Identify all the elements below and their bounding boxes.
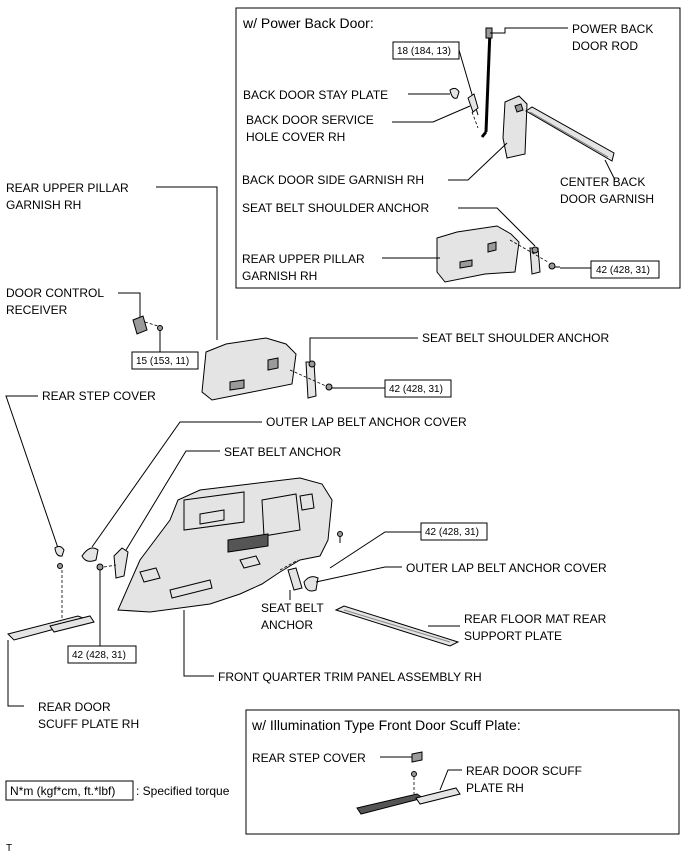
label-rear-door-scuff-plate-main-2: SCUFF PLATE RH xyxy=(38,717,139,731)
label-back-door-service-hole-cover-2: HOLE COVER RH xyxy=(246,130,345,144)
torque-box-seat-belt-anchor-left xyxy=(67,645,137,664)
legend-unit-box xyxy=(5,780,134,801)
rear-door-scuff-plate-illum-part xyxy=(356,787,461,815)
label-rear-upper-pillar-garnish-inner-2: GARNISH RH xyxy=(242,269,317,283)
label-front-quarter-trim-panel: FRONT QUARTER TRIM PANEL ASSEMBLY RH xyxy=(218,670,482,684)
bolt-inner xyxy=(548,262,560,270)
label-rear-floor-mat-support-plate-2: SUPPORT PLATE xyxy=(464,629,562,643)
back-door-stay-plate-part xyxy=(449,87,460,99)
bolt-right xyxy=(337,531,343,543)
label-power-back-door-rod-1: POWER BACK xyxy=(572,22,653,36)
label-rear-door-scuff-plate-illum-2: PLATE RH xyxy=(466,781,524,795)
torque-shoulder-anchor-inner: 42 (428, 31) xyxy=(596,265,650,276)
power-back-door-rod-part xyxy=(480,27,493,138)
torque-seat-belt-anchor-right: 42 (428, 31) xyxy=(425,527,479,538)
seat-belt-shoulder-anchor-inner-part xyxy=(529,246,541,275)
label-outer-lap-belt-anchor-cover-top: OUTER LAP BELT ANCHOR COVER xyxy=(266,415,467,429)
torque-box-shoulder-anchor-main xyxy=(384,379,452,398)
label-back-door-service-hole-cover-1: BACK DOOR SERVICE xyxy=(246,113,374,127)
label-seat-belt-shoulder-anchor-inner: SEAT BELT SHOULDER ANCHOR xyxy=(242,201,429,215)
rear-step-cover-illum-part xyxy=(411,751,423,794)
label-rear-upper-pillar-garnish-inner-1: REAR UPPER PILLAR xyxy=(242,252,365,266)
label-rear-upper-pillar-garnish-main-1: REAR UPPER PILLAR xyxy=(6,181,129,195)
seat-belt-anchor-left-part xyxy=(96,547,129,579)
back-door-side-garnish-part xyxy=(502,95,528,159)
label-door-control-receiver-2: RECEIVER xyxy=(6,303,68,317)
label-power-back-door-rod-2: DOOR ROD xyxy=(572,39,638,53)
rear-door-scuff-plate-main-part xyxy=(7,570,95,641)
label-seat-belt-shoulder-anchor-main: SEAT BELT SHOULDER ANCHOR xyxy=(422,331,609,345)
back-door-service-hole-cover-part xyxy=(467,93,479,129)
label-center-back-door-garnish-1: CENTER BACK xyxy=(560,175,645,189)
label-rear-floor-mat-support-plate-1: REAR FLOOR MAT REAR xyxy=(464,612,607,626)
rear-upper-pillar-garnish-inner-part xyxy=(436,225,520,283)
legend-unit: N*m (kgf*cm, ft.*lbf) xyxy=(10,784,115,798)
bolt-main xyxy=(325,383,333,391)
torque-box-door-control-receiver xyxy=(131,351,199,370)
label-seat-belt-anchor-top: SEAT BELT ANCHOR xyxy=(224,445,341,459)
label-seat-belt-anchor-bottom-2: ANCHOR xyxy=(261,618,313,632)
rear-upper-pillar-garnish-main-part xyxy=(201,337,297,401)
legend-text: : Specified torque xyxy=(136,784,230,798)
label-center-back-door-garnish-2: DOOR GARNISH xyxy=(560,192,654,206)
label-seat-belt-anchor-bottom-1: SEAT BELT xyxy=(261,601,324,615)
footer-mark: T xyxy=(6,843,12,854)
label-door-control-receiver-1: DOOR CONTROL xyxy=(6,286,104,300)
rear-floor-mat-support-plate-part xyxy=(334,605,460,647)
label-back-door-side-garnish: BACK DOOR SIDE GARNISH RH xyxy=(242,173,424,187)
label-rear-door-scuff-plate-illum-1: REAR DOOR SCUFF xyxy=(466,764,582,778)
label-outer-lap-belt-anchor-cover-right: OUTER LAP BELT ANCHOR COVER xyxy=(406,561,607,575)
door-control-receiver-part xyxy=(132,315,163,335)
front-quarter-trim-panel-part xyxy=(117,477,333,613)
power-back-door-panel: w/ Power Back Door: POWER BACK DOOR ROD … xyxy=(235,7,681,289)
seat-belt-anchor-right-part xyxy=(279,559,303,591)
center-back-door-garnish-part xyxy=(525,106,615,162)
torque-legend: N*m (kgf*cm, ft.*lbf) : Specified torque xyxy=(5,780,230,801)
illumination-title: w/ Illumination Type Front Door Scuff Pl… xyxy=(251,717,521,733)
label-rear-step-cover-main: REAR STEP COVER xyxy=(42,389,156,403)
label-back-door-stay-plate: BACK DOOR STAY PLATE xyxy=(243,88,388,102)
outer-lap-belt-anchor-cover-left-part xyxy=(81,547,99,562)
label-rear-step-cover-illum: REAR STEP COVER xyxy=(252,751,366,765)
label-rear-door-scuff-plate-main-1: REAR DOOR xyxy=(38,700,111,714)
torque-shoulder-anchor-main: 42 (428, 31) xyxy=(389,384,443,395)
illumination-panel: w/ Illumination Type Front Door Scuff Pl… xyxy=(245,709,680,835)
torque-box-shoulder-anchor-inner xyxy=(590,260,660,279)
torque-back-door-rod: 18 (184, 13) xyxy=(397,46,451,57)
rear-step-cover-part xyxy=(54,545,65,569)
torque-door-control-receiver: 15 (153, 11) xyxy=(136,356,189,367)
torque-seat-belt-anchor-left: 42 (428, 31) xyxy=(72,650,126,661)
illumination-frame xyxy=(245,709,680,835)
outer-lap-belt-anchor-cover-right-part xyxy=(303,576,319,592)
label-rear-upper-pillar-garnish-main-2: GARNISH RH xyxy=(6,198,81,212)
leader-power-back-door-rod xyxy=(490,27,568,34)
power-back-door-title: w/ Power Back Door: xyxy=(242,15,374,31)
seat-belt-shoulder-anchor-main-part xyxy=(305,360,317,399)
